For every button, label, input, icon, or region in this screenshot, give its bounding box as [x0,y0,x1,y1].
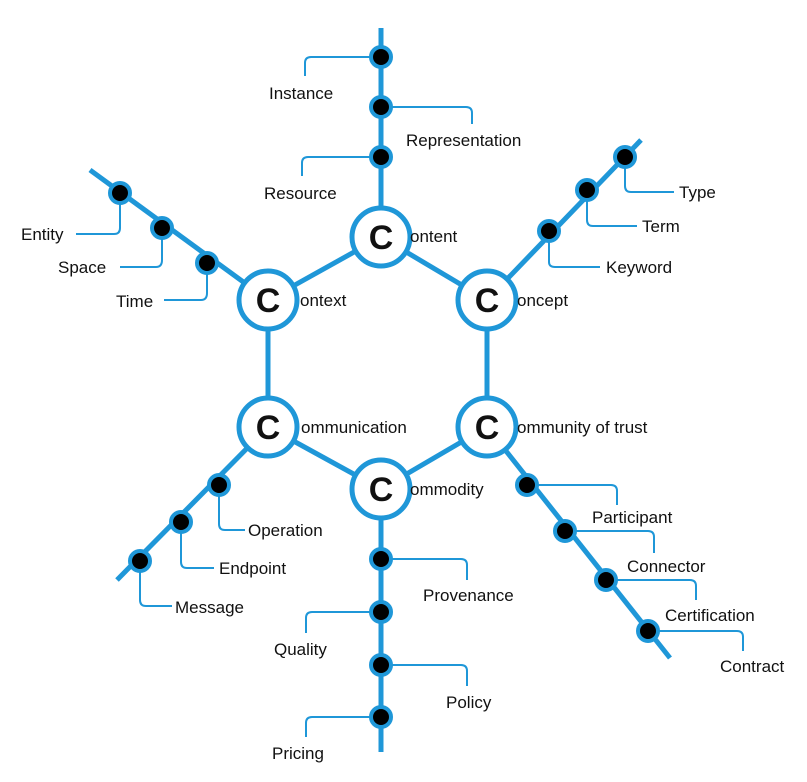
hub-concept: C oncept [455,268,568,332]
hub-context-letter: C [256,282,281,320]
label-provenance: Provenance [423,586,514,605]
connector-participant [527,484,618,505]
connector-provenance [381,558,468,580]
label-certification: Certification [665,606,755,625]
node-pricing [369,705,393,729]
label-pricing: Pricing [272,744,324,763]
connector-certification [606,579,697,600]
hub-community-ring [455,395,519,459]
connector-connector [565,530,655,553]
hexagon-edges [265,234,490,492]
hub-community-text: ommunity of trust [517,418,648,437]
connector-entity [76,193,121,235]
hub-content: C ontent [349,205,458,269]
hub-content-letter: C [369,219,394,257]
hub-commodity: C ommodity [349,457,484,521]
connector-endpoint [180,522,214,569]
branch-nodes [108,45,660,729]
label-term: Term [642,217,680,236]
hub-context: C ontext [236,268,347,332]
connector-operation [218,485,245,531]
connector-type [624,157,674,193]
connector-time [164,263,208,301]
hub-concept-letter: C [475,282,500,320]
node-message [128,549,152,573]
label-resource: Resource [264,184,337,203]
hub-concept-ring [455,268,519,332]
connector-message [139,561,172,607]
hub-community-letter: C [475,409,500,447]
connector-space [120,228,163,268]
hub-context-text: ontext [300,291,347,310]
connector-instance [304,56,381,76]
node-term [575,178,599,202]
label-operation: Operation [248,521,323,540]
label-space: Space [58,258,106,277]
connector-quality [305,611,381,633]
hub-concept-text: oncept [517,291,568,310]
label-policy: Policy [446,693,492,712]
node-entity [108,181,132,205]
label-instance: Instance [269,84,333,103]
spine-community [485,425,672,660]
connector-keyword [548,231,600,268]
connector-representation [381,106,473,124]
node-instance [369,45,393,69]
node-type [613,145,637,169]
node-operation [207,473,231,497]
label-participant: Participant [592,508,673,527]
branch-labels: Instance Representation Resource Type Te… [21,84,785,763]
hub-communication-text: ommunication [301,418,407,437]
node-representation [369,95,393,119]
label-message: Message [175,598,244,617]
hub-content-ring [349,205,413,269]
connector-pricing [305,716,381,737]
hub-commodity-ring [349,457,413,521]
node-endpoint [169,510,193,534]
connector-policy [381,664,468,686]
label-entity: Entity [21,225,64,244]
node-provenance [369,547,393,571]
hub-communication-letter: C [256,409,281,447]
node-time [195,251,219,275]
node-space [150,216,174,240]
label-representation: Representation [406,131,521,150]
hub-content-text: ontent [410,227,458,246]
node-connector [553,519,577,543]
label-endpoint: Endpoint [219,559,286,578]
hub-commodity-letter: C [369,471,394,509]
hub-commodity-text: ommodity [410,480,484,499]
hub-community: C ommunity of trust [455,395,648,459]
node-quality [369,600,393,624]
branch-spines [88,28,672,752]
hub-communication-ring [236,395,300,459]
connector-term [586,190,637,227]
node-resource [369,145,393,169]
hub-context-ring [236,268,300,332]
label-quality: Quality [274,640,327,659]
node-contract [636,619,660,643]
label-keyword: Keyword [606,258,672,277]
label-connectors [76,56,744,737]
label-type: Type [679,183,716,202]
node-participant [515,473,539,497]
node-certification [594,568,618,592]
spine-concept [485,138,643,302]
connector-resource [301,156,381,176]
node-keyword [537,219,561,243]
connector-contract [648,630,744,651]
label-connector: Connector [627,557,706,576]
label-contract: Contract [720,657,785,676]
label-time: Time [116,292,153,311]
node-policy [369,653,393,677]
hub-communication: C ommunication [236,395,407,459]
